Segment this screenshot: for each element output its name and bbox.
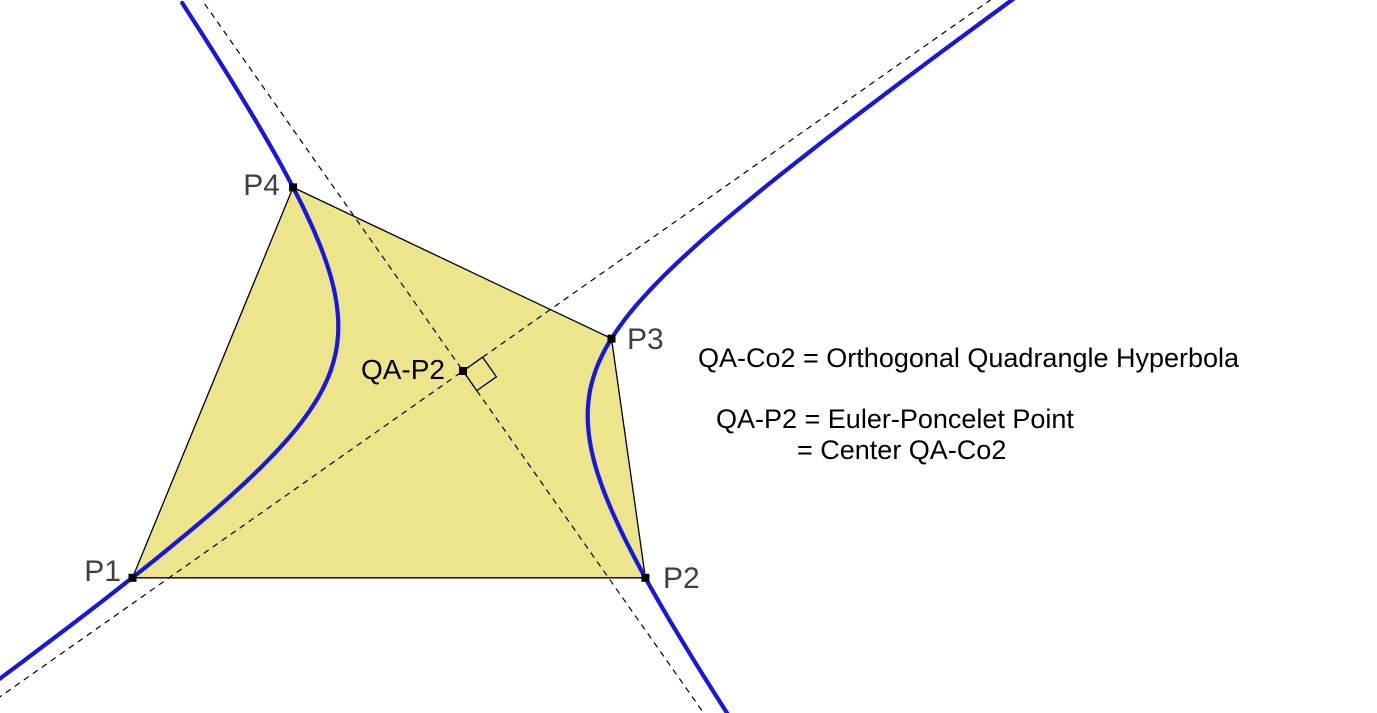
right-angle-marker — [462, 356, 498, 392]
annotation-qa-p2-center: = Center QA-Co2 — [797, 435, 1006, 465]
label-p3: P3 — [627, 323, 664, 356]
point-marker-p1 — [128, 573, 137, 582]
point-marker-p3 — [607, 334, 616, 343]
hyperbola-branch-right — [585, 0, 1016, 713]
point-marker-p4 — [289, 183, 298, 192]
hyperbola-asymptote-2 — [0, 0, 992, 698]
label-p2: P2 — [663, 562, 700, 595]
point-marker-qa-p2 — [459, 367, 467, 375]
label-p1: P1 — [84, 555, 121, 588]
point-marker-p2 — [641, 573, 650, 582]
label-p4: P4 — [243, 169, 280, 202]
label-qa-p2: QA-P2 — [361, 354, 445, 385]
annotation-qa-p2-definition: QA-P2 = Euler-Poncelet Point — [716, 404, 1074, 434]
annotation-qa-co2-definition: QA-Co2 = Orthogonal Quadrangle Hyperbola — [698, 343, 1240, 373]
point-markers — [128, 183, 650, 582]
